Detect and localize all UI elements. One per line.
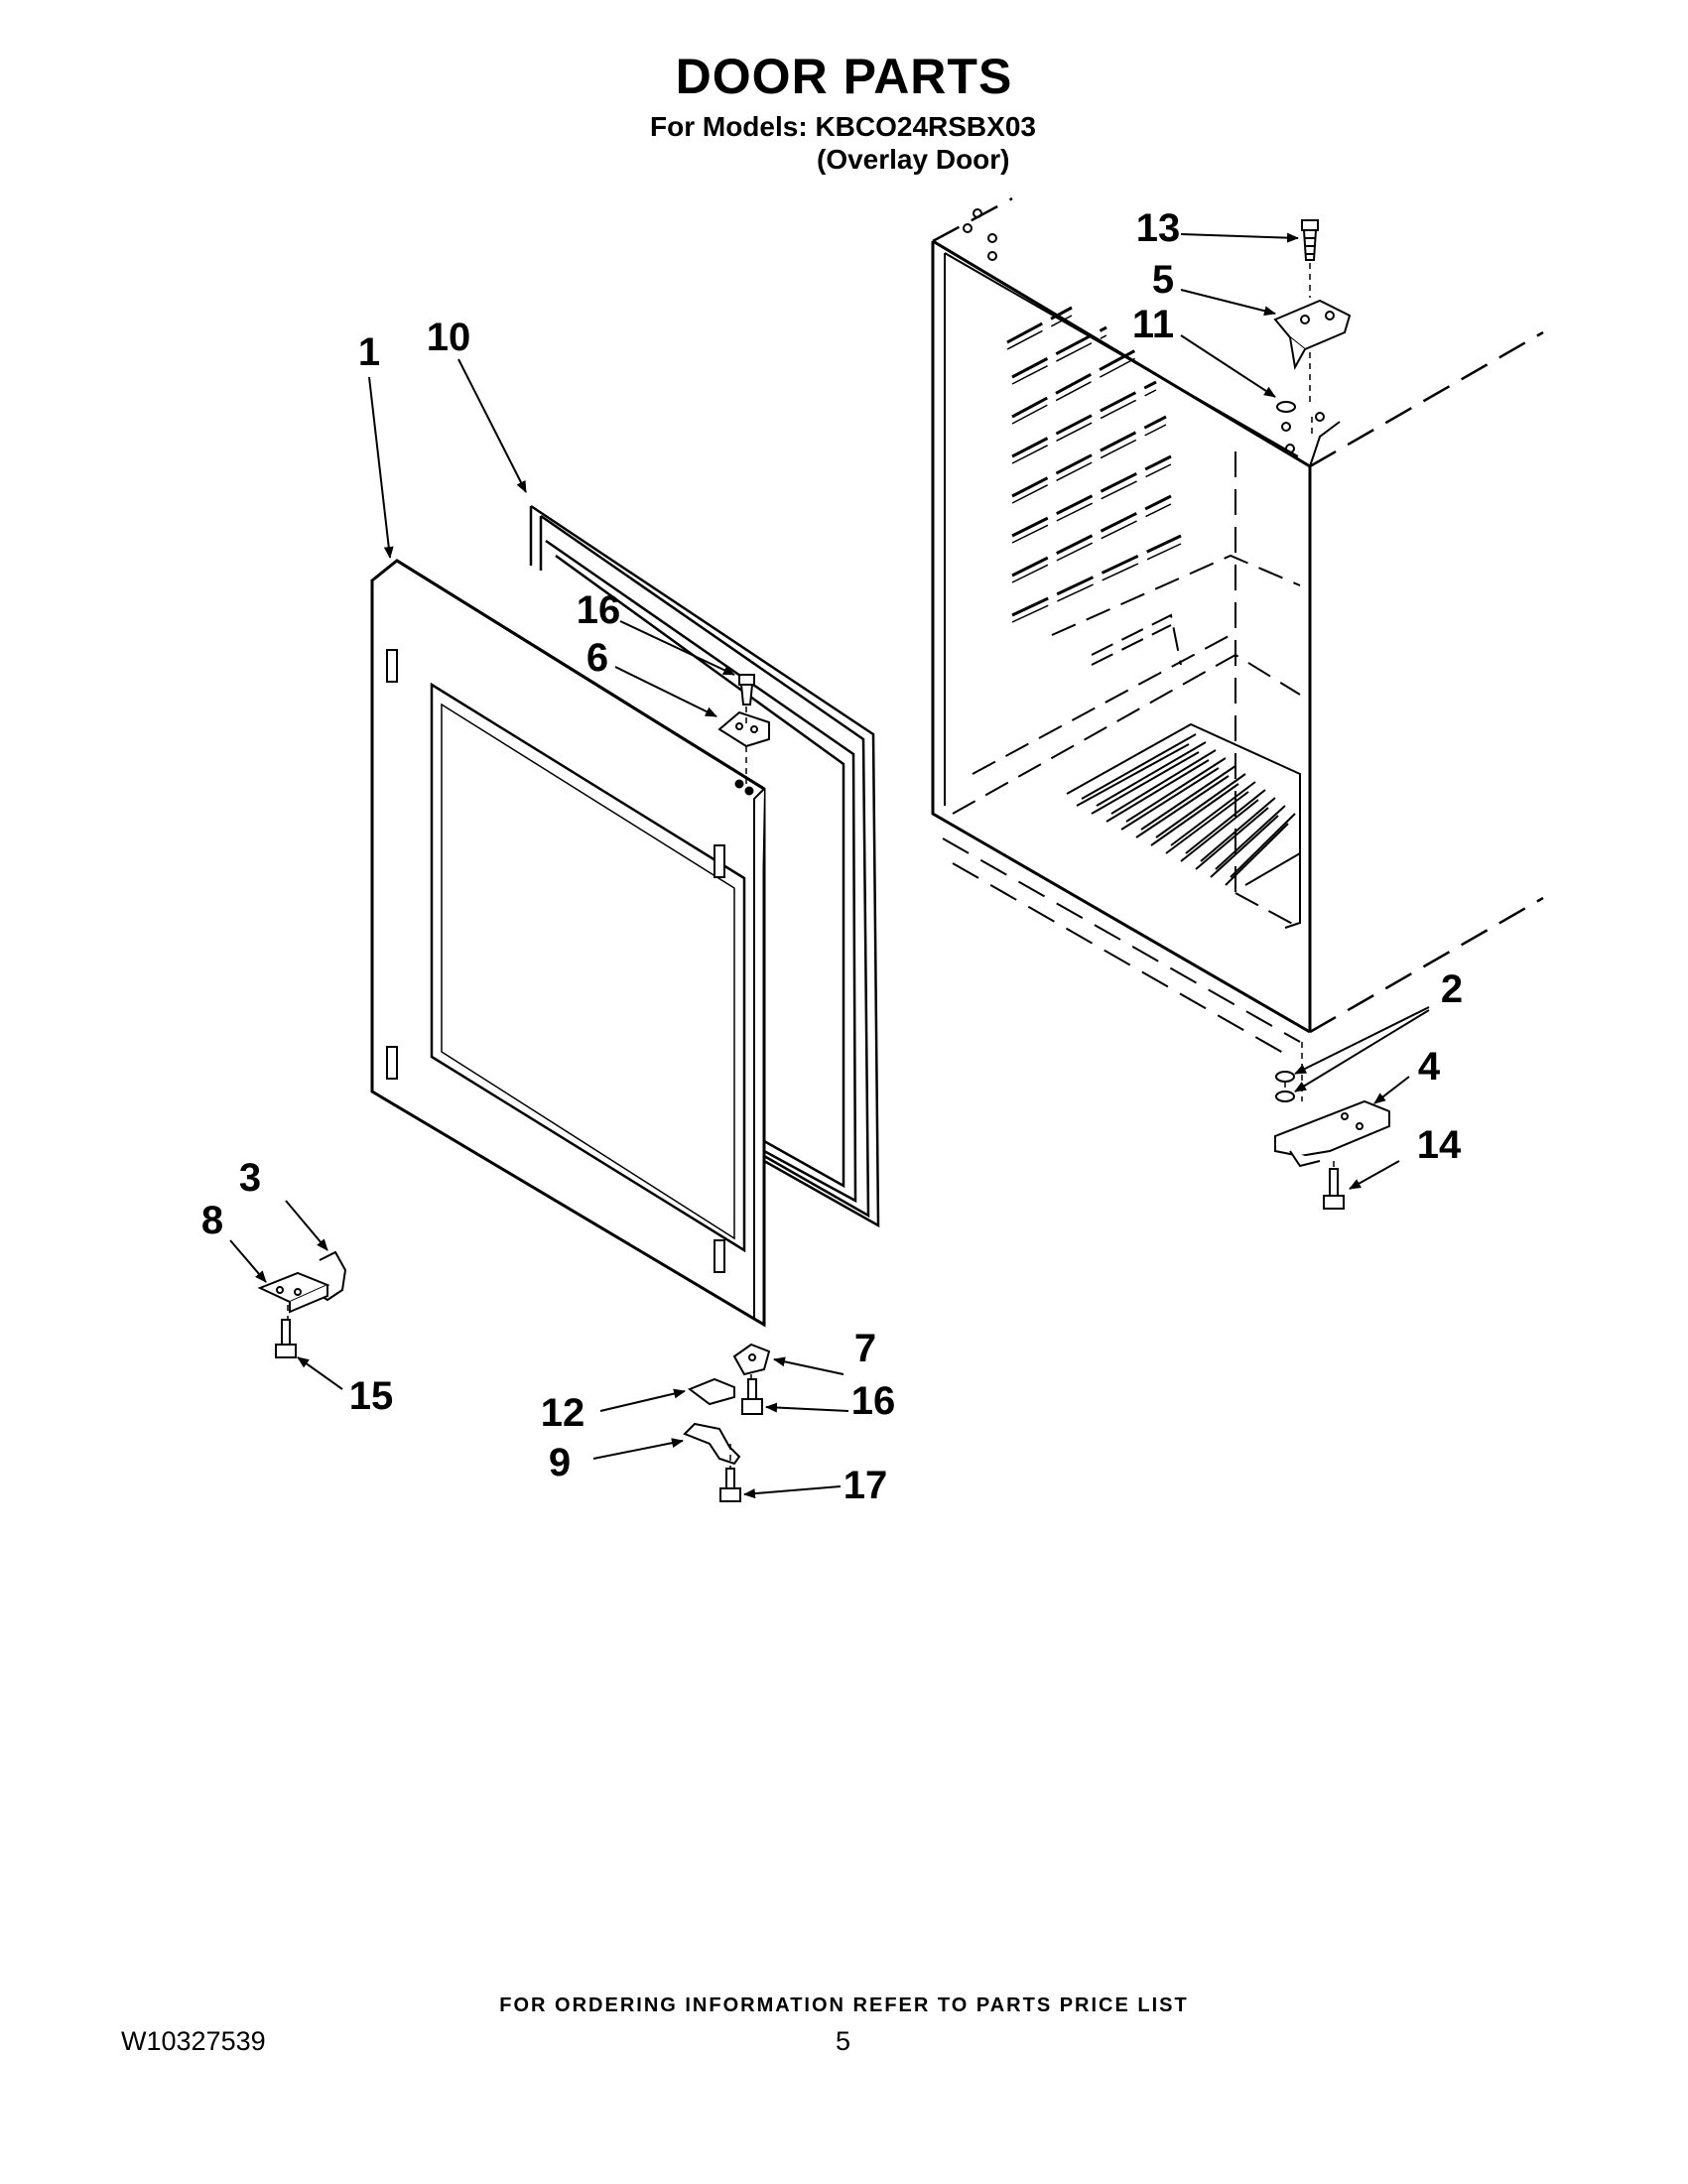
callout-8: 8	[201, 1199, 223, 1242]
callout-1: 1	[358, 330, 380, 374]
callout-10: 10	[427, 316, 471, 359]
callout-3: 3	[239, 1156, 261, 1200]
page-title: DOOR PARTS	[675, 49, 1013, 104]
document-number: W10327539	[121, 2026, 266, 2056]
shim-12	[687, 1377, 735, 1406]
callout-5: 5	[1152, 258, 1174, 302]
variant-line: (Overlay Door)	[817, 144, 1010, 175]
screw-17	[719, 1468, 741, 1502]
callout-6: 6	[586, 636, 608, 680]
callout-2: 2	[1441, 967, 1463, 1011]
callout-9: 9	[549, 1441, 571, 1484]
screw-15	[275, 1319, 297, 1358]
callout-16-top: 16	[577, 588, 621, 632]
spacer-11	[1276, 401, 1296, 413]
callout-4: 4	[1418, 1045, 1441, 1089]
callout-7: 7	[854, 1327, 876, 1370]
hinge-screw-13	[1301, 219, 1319, 261]
hinge-screw-14	[1323, 1168, 1345, 1210]
callout-12: 12	[541, 1391, 585, 1435]
door-screw-16-bottom	[741, 1378, 763, 1415]
bracket-8	[257, 1271, 330, 1314]
models-line: For Models: KBCO24RSBX03	[650, 111, 1036, 142]
callout-16-bottom: 16	[851, 1379, 896, 1423]
washers-2	[1275, 1071, 1295, 1102]
bracket-9	[683, 1422, 741, 1466]
bottom-hinge-4	[1274, 1099, 1390, 1168]
callout-11: 11	[1132, 303, 1174, 346]
ordering-note: FOR ORDERING INFORMATION REFER TO PARTS …	[499, 1994, 1189, 2016]
door-screw-16-top	[738, 674, 755, 706]
page-number: 5	[836, 2026, 851, 2056]
callout-13: 13	[1136, 206, 1181, 250]
door-hinge-bracket-6	[717, 710, 770, 748]
top-hinge-5	[1273, 299, 1352, 370]
cabinet-outline	[931, 196, 1544, 1058]
door-hinge-bracket-7	[732, 1343, 771, 1376]
leader-lines	[229, 232, 1430, 1499]
assembly-guides	[287, 263, 1335, 1469]
door-panel-1	[370, 559, 766, 1328]
callout-17: 17	[844, 1464, 888, 1507]
callout-14: 14	[1417, 1123, 1462, 1167]
callout-15: 15	[349, 1374, 394, 1418]
